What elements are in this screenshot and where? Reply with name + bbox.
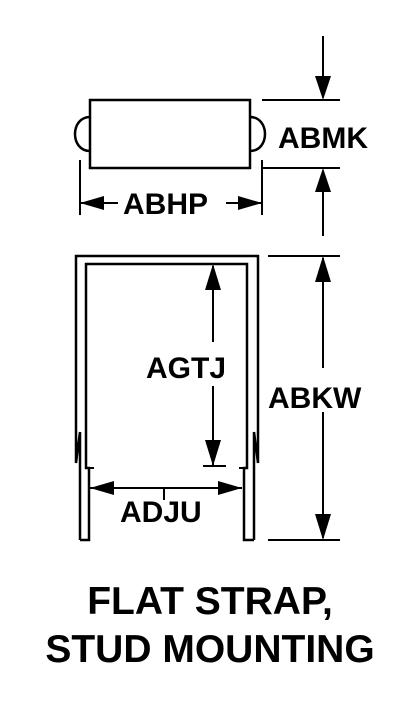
abkw-label: ABKW [268,382,362,415]
caption-line-1: FLAT STRAP, [87,580,333,623]
top-view-component [73,98,267,170]
adju-dimension: ADJU [90,481,242,529]
abhp-dimension: ABHP [79,160,263,221]
abmk-dimension: ABMK [262,36,368,236]
right-tab [249,115,267,153]
abkw-dimension: ABKW [268,255,362,541]
component-body [88,98,252,170]
flat-strap-outline [74,254,260,542]
agtj-label: AGTJ [146,352,226,385]
abmk-label: ABMK [278,122,368,155]
caption-line-2: STUD MOUNTING [45,628,374,671]
abhp-label: ABHP [123,188,208,221]
adju-label: ADJU [120,496,202,529]
left-tab [73,115,91,153]
agtj-dimension: AGTJ [146,264,226,467]
